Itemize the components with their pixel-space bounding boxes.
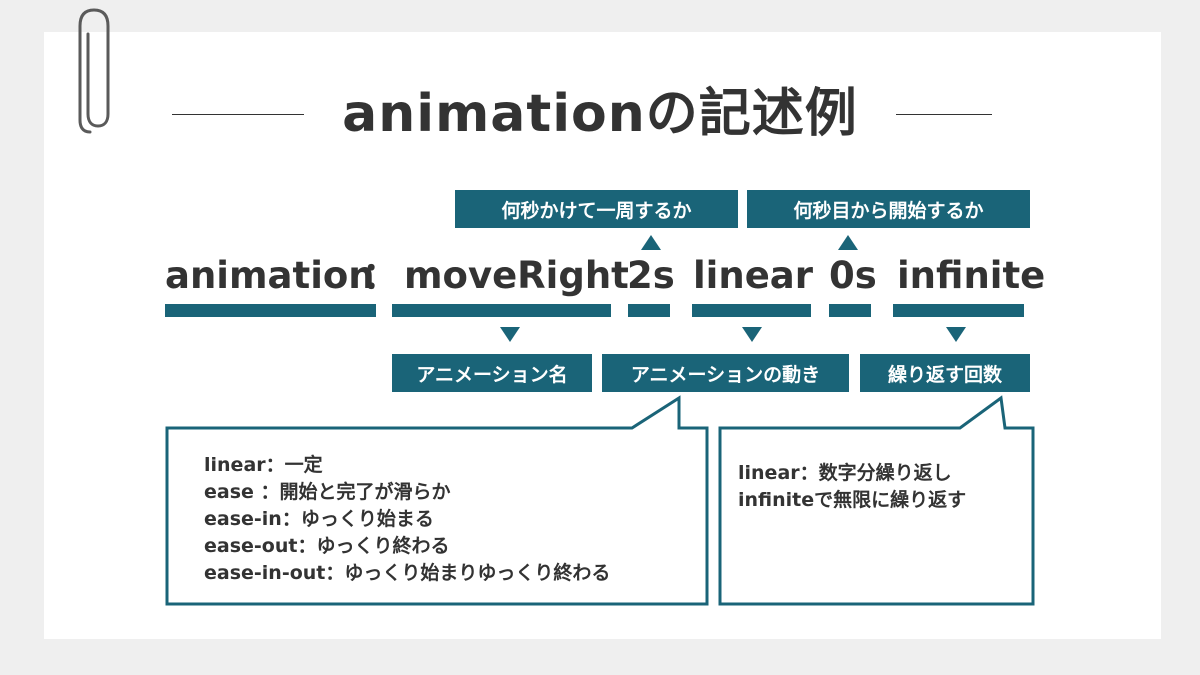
token-duration: 2s (627, 254, 675, 297)
iteration-callout-outline (718, 395, 1035, 606)
arrow-down-timing (742, 327, 762, 342)
label-duration: 何秒かけて一周するか (455, 190, 738, 228)
bar-property (165, 304, 376, 317)
timing-callout-outline (165, 395, 709, 606)
token-timing: linear (693, 254, 814, 297)
bar-delay (829, 304, 871, 317)
timing-note-line: linear：一定 (204, 454, 323, 476)
paperclip-icon (78, 8, 110, 134)
label-delay: 何秒目から開始するか (747, 190, 1030, 228)
token-name: moveRight (404, 254, 629, 297)
title-rule-right (896, 114, 992, 115)
timing-note-line: ease ：開始と完了が滑らか (204, 481, 451, 503)
timing-note-line: ease-in：ゆっくり始まる (204, 508, 434, 530)
label-iteration: 繰り返す回数 (860, 354, 1030, 392)
arrow-up-duration (641, 235, 661, 250)
token-colon: ： (362, 254, 399, 297)
bar-name (392, 304, 611, 317)
label-name: アニメーション名 (392, 354, 592, 392)
iteration-note: linear：数字分繰り返し infiniteで無限に繰り返す (738, 460, 966, 514)
iteration-note-line: linear：数字分繰り返し (738, 462, 952, 484)
iteration-note-line: infiniteで無限に繰り返す (738, 489, 967, 511)
arrow-up-delay (838, 235, 858, 250)
timing-note: linear：一定 ease ：開始と完了が滑らか ease-in：ゆっくり始ま… (204, 452, 610, 587)
bar-timing (692, 304, 811, 317)
timing-note-line: ease-out：ゆっくり終わる (204, 535, 450, 557)
timing-note-line: ease-in-out：ゆっくり始まりゆっくり終わる (204, 562, 611, 584)
token-iteration: infinite (897, 254, 1046, 297)
arrow-down-iteration (946, 327, 966, 342)
page-title: animationの記述例 (342, 84, 858, 144)
token-delay: 0s (829, 254, 877, 297)
bar-iteration (893, 304, 1024, 317)
label-timing: アニメーションの動き (602, 354, 849, 392)
bar-duration (628, 304, 670, 317)
token-property: animation (165, 254, 375, 297)
title-rule-left (172, 114, 304, 115)
arrow-down-name (500, 327, 520, 342)
